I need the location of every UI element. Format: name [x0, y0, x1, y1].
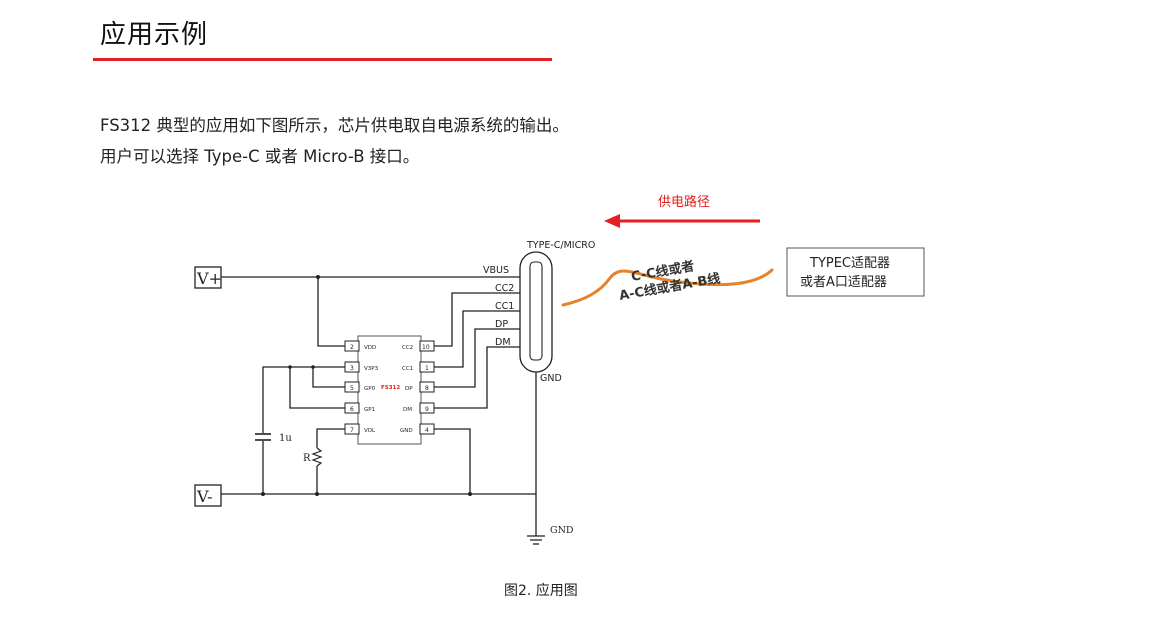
pin-2-num: 2 — [350, 344, 354, 351]
pin-cc2-name: CC2 — [402, 345, 413, 351]
pin-dp-name: DP — [405, 386, 413, 392]
chip-right-pins — [419, 340, 435, 435]
pin-3-num: 3 — [350, 365, 354, 372]
vplus-label: V+ — [196, 269, 222, 288]
pin-vdd-name: VDD — [364, 345, 376, 351]
section-title: 应用示例 — [100, 20, 209, 50]
connector-gnd-label: GND — [540, 373, 562, 384]
net-label-dp: DP — [495, 319, 508, 330]
circuit-wires — [221, 276, 537, 536]
pin-9-num: 9 — [425, 406, 429, 413]
pin-cc1-name: CC1 — [402, 366, 413, 372]
adapter-line-2: 或者A口适配器 — [800, 275, 887, 290]
capacitor-1u — [255, 433, 271, 441]
chip-left-pins — [344, 340, 360, 435]
chip-fs312 — [357, 335, 422, 445]
net-label-cc2: CC2 — [495, 283, 514, 294]
junction-dots — [261, 275, 472, 496]
ground-label: GND — [550, 525, 574, 536]
pin-dm-name: DM — [403, 407, 412, 413]
pin-4-num: 4 — [425, 427, 429, 434]
resistor-label: R — [303, 453, 311, 464]
ground-symbol — [527, 535, 545, 545]
connector-label: TYPE-C/MICRO — [526, 240, 595, 251]
pin-5-num: 5 — [350, 385, 354, 392]
adapter-line-1: TYPEC适配器 — [809, 256, 890, 271]
pin-gp1-name: GP1 — [364, 407, 375, 413]
pin-1-num: 1 — [425, 365, 429, 372]
pin-v3p3-name: V3P3 — [364, 366, 379, 372]
power-path-label: 供电路径 — [658, 194, 710, 210]
resistor-r — [311, 447, 323, 467]
description-line-1: FS312 典型的应用如下图所示，芯片供电取自电源系统的输出。 — [100, 116, 569, 135]
pin-vol-name: VOL — [364, 428, 376, 434]
net-label-cc1: CC1 — [495, 301, 514, 312]
power-path-arrowhead — [604, 214, 620, 228]
net-label-vbus: VBUS — [483, 265, 509, 276]
pin-gnd-name: GND — [400, 428, 413, 434]
chip-name-label: FS312 — [381, 385, 400, 391]
pin-7-num: 7 — [350, 427, 354, 434]
vminus-terminal — [194, 484, 222, 507]
capacitor-label: 1u — [279, 433, 292, 444]
connector-inner — [529, 261, 543, 361]
pin-6-num: 6 — [350, 406, 354, 413]
title-underline — [93, 58, 552, 61]
figure-caption: 图2. 应用图 — [504, 583, 578, 599]
description-line-2: 用户可以选择 Type-C 或者 Micro-B 接口。 — [100, 147, 420, 166]
vminus-label: V- — [196, 487, 213, 506]
net-label-dm: DM — [495, 337, 511, 348]
pin-gp0-name: GP0 — [364, 386, 376, 392]
pin-8-num: 8 — [425, 385, 429, 392]
adapter-box — [786, 247, 925, 297]
cable-curve — [561, 268, 774, 307]
pin-10-num: 10 — [422, 344, 430, 351]
